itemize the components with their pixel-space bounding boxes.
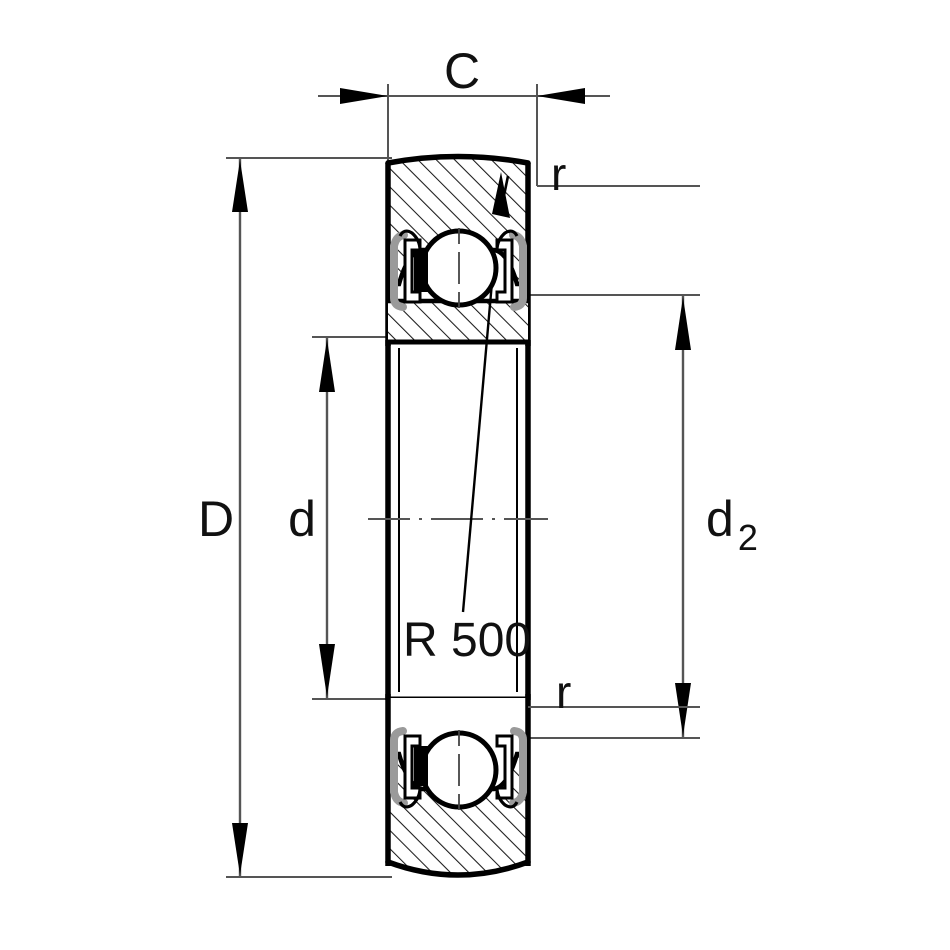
arrowhead-dbore-top	[319, 339, 335, 392]
annotation-corner-radius-bottom: r	[528, 666, 700, 718]
ball-upper	[419, 228, 499, 308]
dimension-label-d-outer: D	[198, 491, 234, 547]
arrowhead-d-bottom	[232, 823, 248, 875]
dimension-C: C	[318, 43, 610, 186]
seal-lower-right-seat	[495, 787, 519, 809]
seal-lower-right	[495, 727, 527, 809]
seal-upper-left	[390, 229, 428, 311]
annotation-label-r-bottom: r	[556, 666, 571, 718]
seal-lower-left-seat	[398, 787, 422, 809]
seal-lower-left-lip	[414, 746, 428, 786]
arrowhead-r-top	[492, 172, 510, 218]
seal-upper-right-elastomer	[509, 231, 527, 311]
dimension-label-d2-subscript: 2	[738, 517, 758, 558]
arrowhead-d2-top	[675, 297, 691, 350]
annotation-corner-radius-top: r	[492, 148, 700, 218]
annotation-crown-radius: R 500	[403, 281, 531, 667]
seal-upper-left-seat	[398, 229, 422, 251]
dimension-label-d-bore: d	[288, 491, 316, 547]
seal-upper-left-lip	[414, 252, 428, 292]
seal-lower-left	[390, 727, 428, 809]
outer-ring-top-crown-edge	[385, 153, 531, 166]
seal-lower-left-elastomer	[390, 727, 408, 807]
arrowhead-d-top	[232, 160, 248, 212]
dimension-D: D	[198, 157, 392, 878]
arrowhead-dbore-bottom	[319, 644, 335, 697]
arrowhead-c-left	[340, 88, 388, 104]
leader-line-r500	[461, 281, 494, 613]
seal-upper-right	[495, 229, 527, 311]
annotation-label-r500: R 500	[403, 614, 531, 667]
arrowhead-d2-bottom	[675, 683, 691, 736]
outer-ring-bottom-crown-edge	[385, 859, 531, 878]
dimension-label-c: C	[444, 43, 480, 99]
dimension-label-d2-base: d	[706, 491, 734, 547]
seal-upper-left-elastomer	[390, 231, 408, 311]
seal-upper-right-seat	[495, 229, 519, 251]
seal-lower-right-elastomer	[509, 727, 527, 807]
annotation-label-r-top: r	[551, 148, 566, 200]
arrowhead-c-right	[537, 88, 585, 104]
ball-lower	[419, 730, 499, 810]
dimension-d: d	[288, 336, 392, 700]
